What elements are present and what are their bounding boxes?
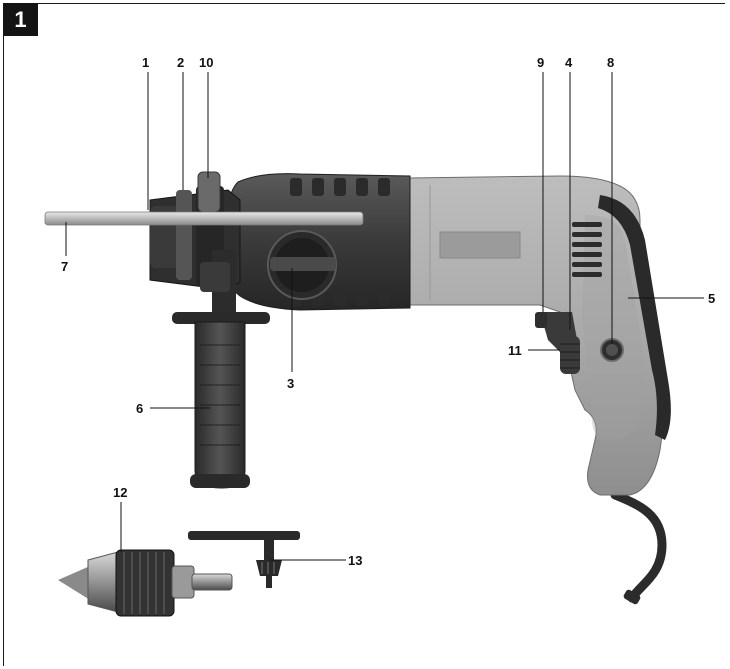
leader-lines (65, 72, 704, 561)
callout-12: 12 (113, 485, 127, 500)
callout-10: 10 (199, 55, 213, 70)
depth-stop-rod (44, 211, 364, 226)
callout-9: 9 (537, 55, 544, 70)
locking-button (535, 312, 547, 328)
callout-1: 1 (142, 55, 149, 70)
callout-8: 8 (607, 55, 614, 70)
figure-frame (3, 3, 725, 666)
depth-stop-clamp (197, 171, 221, 213)
callout-11: 11 (508, 343, 522, 358)
mode-selector-switch (267, 230, 337, 300)
callout-2: 2 (177, 55, 184, 70)
power-cable (610, 490, 667, 603)
chuck-key (188, 531, 300, 588)
callout-13: 13 (348, 553, 362, 568)
handle-rubber-strip (598, 195, 671, 440)
rotary-hammer-drill (44, 171, 671, 605)
figure-number-badge: 1 (3, 3, 38, 36)
ventilation-slots (572, 222, 602, 277)
speed-adjust-wheel (560, 336, 580, 374)
reverse-switch-button (600, 338, 624, 362)
callout-7: 7 (61, 259, 68, 274)
callout-5: 5 (708, 291, 715, 306)
callout-3: 3 (287, 376, 294, 391)
key-type-drill-chuck (58, 549, 233, 617)
callout-6: 6 (136, 401, 143, 416)
auxiliary-handle (172, 250, 270, 489)
callout-4: 4 (565, 55, 573, 70)
